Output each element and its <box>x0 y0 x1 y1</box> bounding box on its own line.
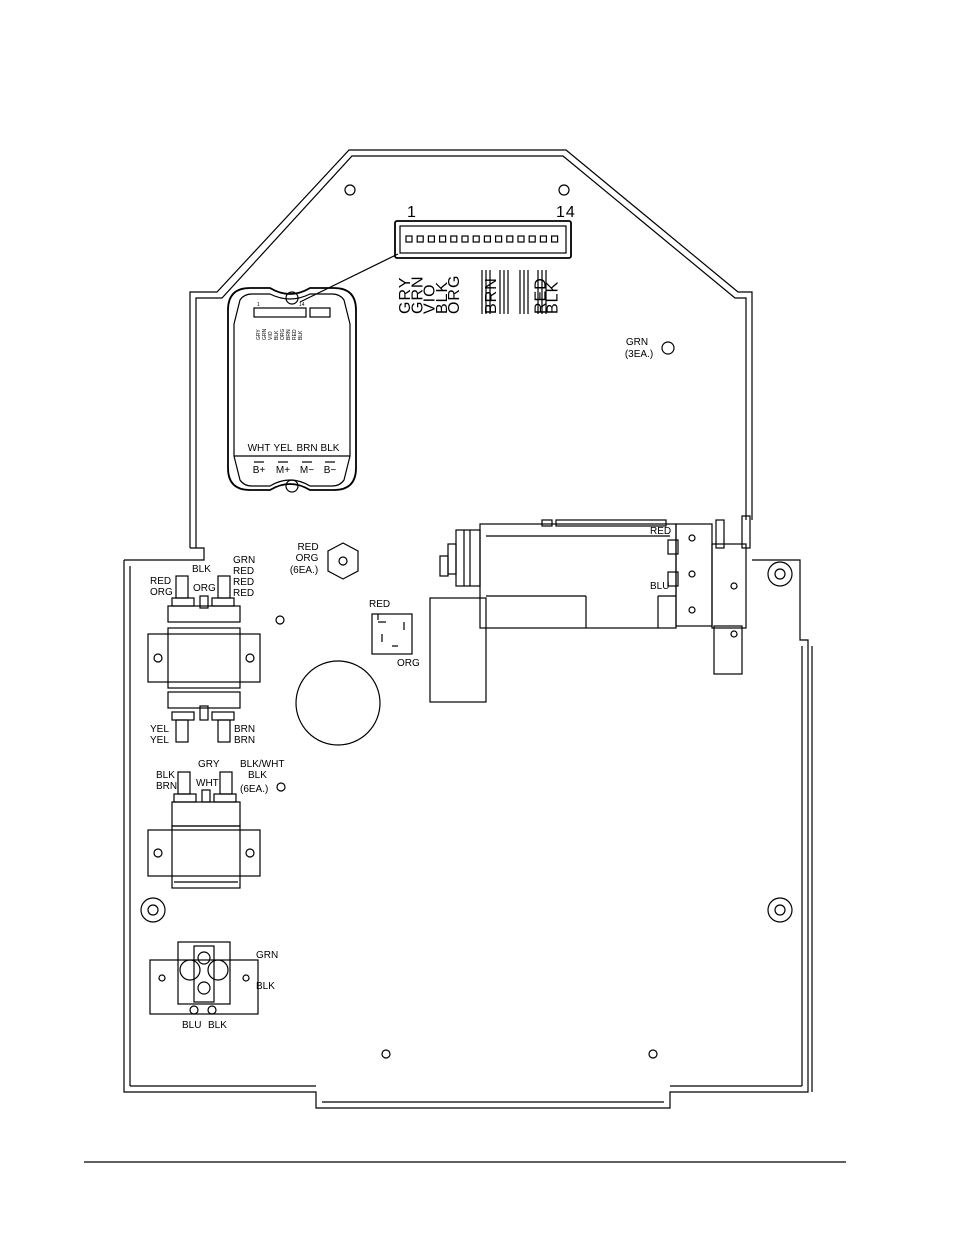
module-mini-pin-first: 1 <box>257 302 260 308</box>
breaker-bottom-2: BLK <box>208 1020 227 1031</box>
sol1-bottom-right-2: BRN <box>234 735 255 746</box>
breaker-right-1: GRN <box>256 950 278 961</box>
actuator-assembly <box>430 520 676 702</box>
switch-bottom-label: BLU <box>650 581 669 592</box>
sol1-top-left-2: ORG <box>150 587 173 598</box>
sol2-left-1: BLK <box>156 770 175 781</box>
sol1-center: ORG <box>193 583 216 594</box>
sol2-center: WHT <box>196 778 219 789</box>
sol1-bottom-right-1: BRN <box>234 724 255 735</box>
connector-pin <box>518 236 524 242</box>
connector-pin <box>496 236 502 242</box>
relay-socket: RED ORG <box>369 599 420 669</box>
breaker-right-2: BLK <box>256 981 275 992</box>
mounting-panel <box>124 150 812 1108</box>
sol1-top-right-4: RED <box>233 588 254 599</box>
module-terminal-label: B+ <box>253 465 266 476</box>
sol2-right-1: BLK/WHT <box>240 759 284 770</box>
sol1-top-right-2: RED <box>233 566 254 577</box>
sol2-right-3: (6EA.) <box>240 784 268 795</box>
module-terminal-wire: YEL <box>274 443 293 454</box>
sol2-left-2: BRN <box>156 781 177 792</box>
switch-top-label: RED <box>650 526 671 537</box>
connector-wire-label: ORG <box>446 275 463 314</box>
module-terminal-label: M− <box>300 465 314 476</box>
module-terminal-label: B− <box>324 465 337 476</box>
connector-pin <box>451 236 457 242</box>
connector-pin <box>484 236 490 242</box>
connector-pin <box>507 236 513 242</box>
solenoid-1: RED ORG BLK ORG GRN RED RED RED YEL YEL … <box>148 555 260 746</box>
connector-pin-last: 14 <box>556 204 576 221</box>
hex-label-line1: RED <box>297 542 318 553</box>
sol1-top-left-1: RED <box>150 576 171 587</box>
hex-label-line3: (6EA.) <box>290 565 318 576</box>
circuit-breaker: GRN BLK BLU BLK <box>150 942 278 1031</box>
connector-pin <box>462 236 468 242</box>
connector-pins <box>406 236 558 242</box>
relay-socket-bottom-label: ORG <box>397 658 420 669</box>
module-terminal-label: M+ <box>276 465 290 476</box>
sol2-top: GRY <box>198 759 220 770</box>
connector-pin-first: 1 <box>407 204 417 221</box>
relay-socket-top-label: RED <box>369 599 390 610</box>
sol2-right-2: BLK <box>248 770 267 781</box>
module-terminal-wire: BLK <box>321 443 340 454</box>
connector-pin <box>417 236 423 242</box>
grommet-label-line1: GRN <box>626 337 648 348</box>
sol1-top-right-1: GRN <box>233 555 255 566</box>
hex-nut: RED ORG (6EA.) <box>290 542 358 579</box>
connector-pin <box>428 236 434 242</box>
grommet-label-line2: (3EA.) <box>625 349 653 360</box>
connector-pin <box>552 236 558 242</box>
sol1-bottom-left-2: YEL <box>150 735 169 746</box>
sol1-top-mid: BLK <box>192 564 211 575</box>
sol1-top-right-3: RED <box>233 577 254 588</box>
module-terminal-wire: BRN <box>296 443 317 454</box>
module-mini-pin-last: 14 <box>299 302 305 308</box>
hex-label-line2: ORG <box>296 553 319 564</box>
grommet-grn: GRN (3EA.) <box>625 337 674 360</box>
module-mini-label: BLK <box>298 330 304 340</box>
breaker-bottom-1: BLU <box>182 1020 201 1031</box>
module-terminals: WHT B+ YEL M+ BRN M− BLK B− <box>248 443 340 476</box>
connector-wire-label: BLK <box>545 281 562 314</box>
connector-pin <box>473 236 479 242</box>
connector-pin <box>529 236 535 242</box>
connector-pin <box>540 236 546 242</box>
micro-switch: RED BLU <box>650 516 750 674</box>
connector-pin <box>440 236 446 242</box>
sol1-bottom-left-1: YEL <box>150 724 169 735</box>
solenoid-2: BLK BRN GRY WHT BLK/WHT BLK (6EA.) <box>148 759 285 888</box>
connector-pin <box>406 236 412 242</box>
module-terminal-wire: WHT <box>248 443 271 454</box>
